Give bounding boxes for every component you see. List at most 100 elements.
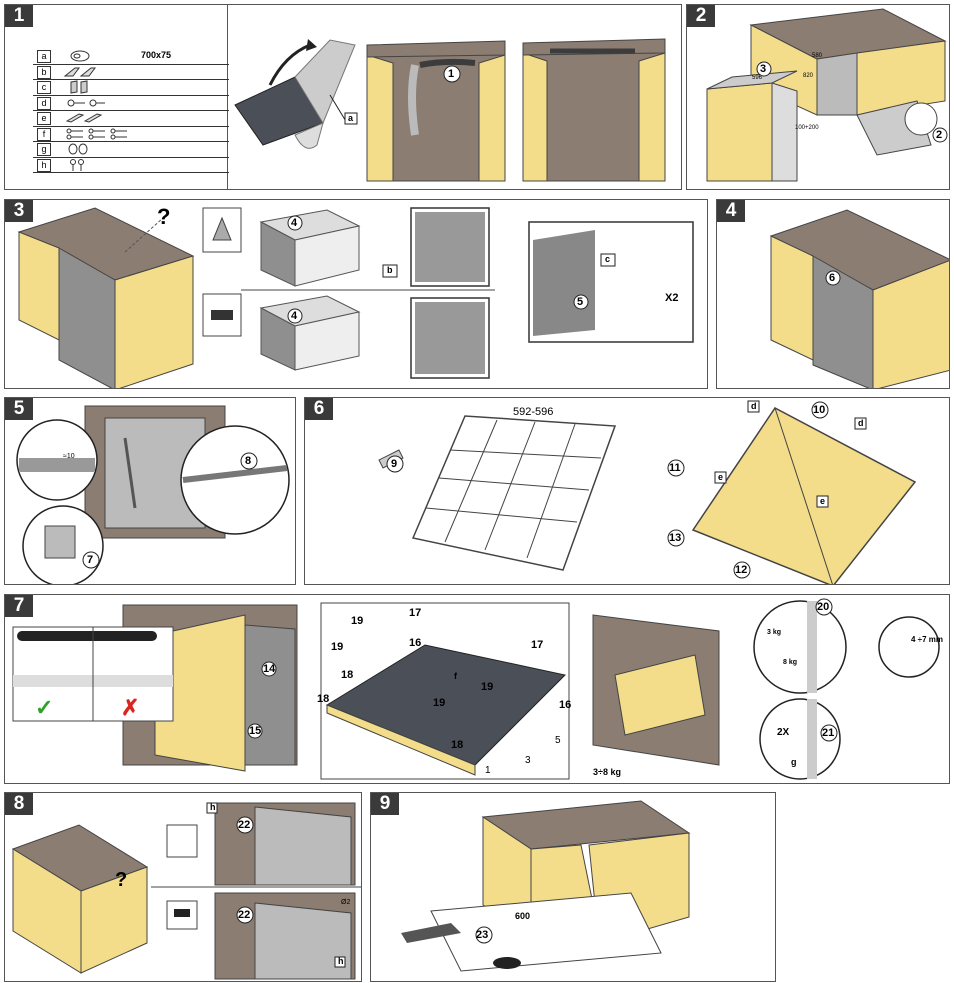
part-letter: d [37, 96, 51, 110]
step-number: 4 [291, 310, 298, 322]
weight-label: 8 kg [783, 659, 798, 666]
panel-7: 7 ✓ ✗ 14 15 16 16 17 17 18 18 18 19 19 1… [4, 594, 950, 784]
step-number: 8 [245, 455, 252, 467]
part-letter: c [37, 81, 51, 94]
panel-number: 3 [5, 200, 33, 222]
panel-number: 7 [5, 595, 33, 617]
panel-9: 9 23 600 [370, 792, 776, 982]
pin-icon [70, 158, 84, 171]
strip-icon [65, 113, 103, 123]
question-mark: ? [157, 204, 171, 229]
step-number: 7 [87, 554, 94, 566]
step-number: 23 [476, 929, 489, 941]
panel-number: 8 [5, 793, 33, 815]
part-tag: d [858, 418, 864, 428]
step-number: 19 [331, 641, 344, 653]
panel-4: 4 6 [716, 199, 950, 389]
dimension-label: ≈10 [63, 453, 75, 460]
step-number: 1 [448, 68, 455, 80]
dimension-label: 100+200 [795, 125, 819, 131]
panel2-illustration [706, 8, 948, 182]
part-letter: g [37, 143, 51, 156]
dimension-label: 600 [515, 911, 531, 921]
step-number: 19 [481, 681, 494, 693]
dimension-label: 596 [752, 75, 763, 81]
step-number: 2 [936, 129, 943, 141]
parts-row: d [33, 96, 229, 111]
step-number: 16 [409, 637, 422, 649]
dimension-label: 580 [812, 53, 823, 59]
panel5-illustration [16, 405, 290, 584]
callout-number: 3 [525, 755, 531, 766]
screws-icon [66, 128, 127, 139]
parts-row: g [33, 142, 229, 158]
wrong-mark: ✗ [121, 695, 140, 720]
panel-2: 2 3 2 596 580 820 100+200 [686, 4, 950, 190]
quantity-label: 2X [777, 727, 790, 738]
dimension-label: 4 ÷7 mm [911, 635, 943, 644]
panel-number: 2 [687, 5, 715, 27]
panel-number: 6 [305, 398, 333, 420]
step-number: 17 [531, 639, 544, 651]
step-number: 6 [829, 272, 836, 284]
parts-row: f [33, 127, 229, 142]
part-tag: h [210, 802, 216, 812]
panel-number: 9 [371, 793, 399, 815]
part-tag: e [820, 496, 826, 506]
weight-label: 3÷8 kg [593, 767, 621, 777]
step-number: 22 [238, 909, 251, 921]
panel-3: 3 ? 4 4 5 b c X2 [4, 199, 708, 389]
parts-row: b [33, 65, 229, 80]
part-tag: g [791, 757, 797, 767]
step-number: 19 [433, 697, 446, 709]
part-tag: f [454, 671, 457, 681]
part-letter: b [37, 65, 51, 79]
parts-row: h [33, 158, 229, 173]
parts-list: a 700x75 b c d e f g h [33, 49, 229, 173]
step-number: 3 [760, 63, 767, 75]
panel-number: 4 [717, 200, 745, 222]
part-tag: h [338, 956, 344, 966]
panel1-illustration [234, 38, 666, 182]
dimension-label: 592-596 [513, 406, 554, 418]
callout-number: 5 [555, 735, 561, 746]
bracket-icon [63, 67, 96, 76]
step-number: 18 [317, 693, 330, 705]
correct-mark: ✓ [35, 695, 54, 720]
panel-number: 1 [5, 5, 33, 27]
step-number: 22 [238, 819, 251, 831]
part-tag: c [605, 254, 611, 264]
panel4-illustration [769, 209, 949, 388]
quantity-label: X2 [665, 292, 679, 304]
panel-6: 6 592-596 9 10 11 12 13 d d e e [304, 397, 950, 585]
panel3-illustration [17, 207, 694, 388]
part-letter: h [37, 158, 51, 172]
part-tag: d [751, 401, 757, 411]
part-letter: e [37, 112, 51, 125]
panel-number: 5 [5, 398, 33, 420]
step-number: 21 [822, 727, 835, 739]
step-number: 20 [817, 601, 830, 613]
step-number: 4 [291, 217, 298, 229]
step-number: 17 [409, 607, 422, 619]
screw-anchor-icon [67, 99, 105, 106]
step-number: 11 [669, 462, 681, 474]
panel6-illustration [378, 400, 917, 584]
panel8-illustration [11, 802, 361, 980]
part-dimension: 700x75 [141, 50, 172, 60]
part-tag: e [718, 472, 724, 482]
parts-row: e [33, 111, 229, 127]
step-number: 9 [391, 458, 398, 470]
panel9-illustration [401, 800, 691, 972]
step-number: 13 [669, 532, 682, 544]
clip-icon [70, 80, 88, 94]
part-tag: a [348, 113, 354, 123]
step-number: 5 [577, 296, 584, 308]
panel7-illustration [12, 598, 940, 780]
tape-roll-icon [70, 50, 90, 62]
step-number: 18 [341, 669, 354, 681]
weight-label: 3 kg [767, 629, 782, 636]
panel-8: 8 ? 22 22 h h Ø2 [4, 792, 362, 982]
step-number: 16 [559, 699, 572, 711]
parts-row: c [33, 80, 229, 96]
